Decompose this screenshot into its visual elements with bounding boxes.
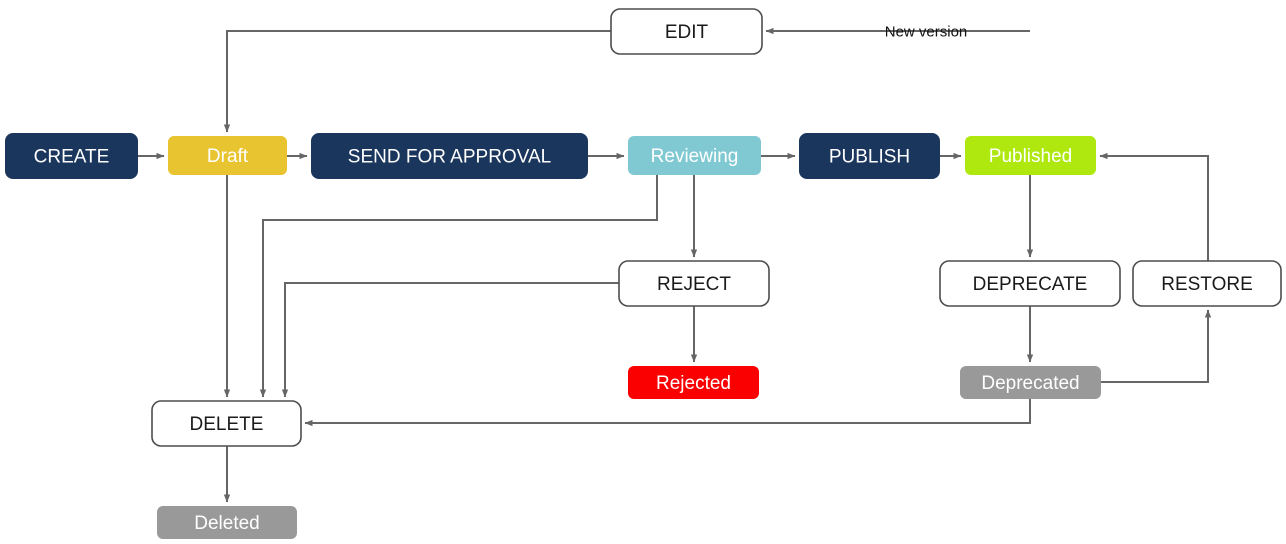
node-shape-edit[interactable]	[610, 8, 763, 55]
edge-reviewing-to-delete	[259, 175, 658, 398]
node-delete[interactable]: DELETE	[151, 400, 302, 447]
node-shape-rejected[interactable]	[628, 366, 759, 399]
edge-deprecated-to-restore	[1101, 309, 1212, 383]
node-label-reviewing: Reviewing	[651, 146, 739, 167]
node-label-reject: REJECT	[657, 274, 731, 295]
node-shape-create[interactable]	[5, 133, 138, 179]
node-create[interactable]: CREATE	[5, 133, 138, 179]
node-label-deprecated: Deprecated	[981, 373, 1079, 394]
node-shape-restore[interactable]	[1132, 260, 1282, 307]
node-shape-send[interactable]	[311, 133, 588, 179]
node-shape-deleted[interactable]	[157, 506, 297, 539]
node-deprecate[interactable]: DEPRECATE	[939, 260, 1121, 307]
node-label-rejected: Rejected	[656, 373, 731, 394]
node-label-send: SEND FOR APPROVAL	[348, 147, 551, 168]
node-deprecated[interactable]: Deprecated	[960, 366, 1101, 399]
node-restore[interactable]: RESTORE	[1132, 260, 1282, 307]
node-rejected[interactable]: Rejected	[628, 366, 759, 399]
node-reject[interactable]: REJECT	[618, 260, 770, 307]
edge-restore-to-published	[1099, 152, 1209, 261]
node-shape-reviewing[interactable]	[628, 136, 761, 175]
node-shape-deprecated[interactable]	[960, 366, 1101, 399]
node-draft[interactable]: Draft	[168, 136, 287, 175]
edge-edit-to-draft	[223, 30, 611, 133]
node-shape-delete[interactable]	[151, 400, 302, 447]
node-label-restore: RESTORE	[1161, 274, 1253, 295]
node-shape-reject[interactable]	[618, 260, 770, 307]
node-edit[interactable]: EDIT	[610, 8, 763, 55]
node-reviewing[interactable]: Reviewing	[628, 136, 761, 175]
node-publish[interactable]: PUBLISH	[799, 133, 940, 179]
node-shape-deprecate[interactable]	[939, 260, 1121, 307]
edge-labels-layer: New version	[885, 24, 968, 41]
node-send[interactable]: SEND FOR APPROVAL	[311, 133, 588, 179]
node-label-draft: Draft	[207, 146, 249, 167]
edge-deprecated-to-delete	[304, 399, 1031, 427]
node-label-published: Published	[989, 146, 1072, 167]
node-shape-published[interactable]	[965, 136, 1096, 175]
node-label-delete: DELETE	[190, 414, 264, 435]
edge-label-new-version-label: New version	[885, 24, 968, 41]
node-label-create: CREATE	[34, 147, 110, 168]
node-label-edit: EDIT	[665, 22, 709, 43]
node-shape-draft[interactable]	[168, 136, 287, 175]
nodes-layer: CREATE Draft SEND FOR APPROVAL Reviewing PUB…	[5, 8, 1282, 539]
node-published[interactable]: Published	[965, 136, 1096, 175]
node-label-deprecate: DEPRECATE	[973, 274, 1088, 295]
edge-reject-to-delete	[281, 282, 619, 398]
edges-layer	[138, 27, 1212, 503]
node-deleted[interactable]: Deleted	[157, 506, 297, 539]
node-shape-publish[interactable]	[799, 133, 940, 179]
node-label-publish: PUBLISH	[829, 147, 910, 168]
node-label-deleted: Deleted	[194, 513, 260, 534]
